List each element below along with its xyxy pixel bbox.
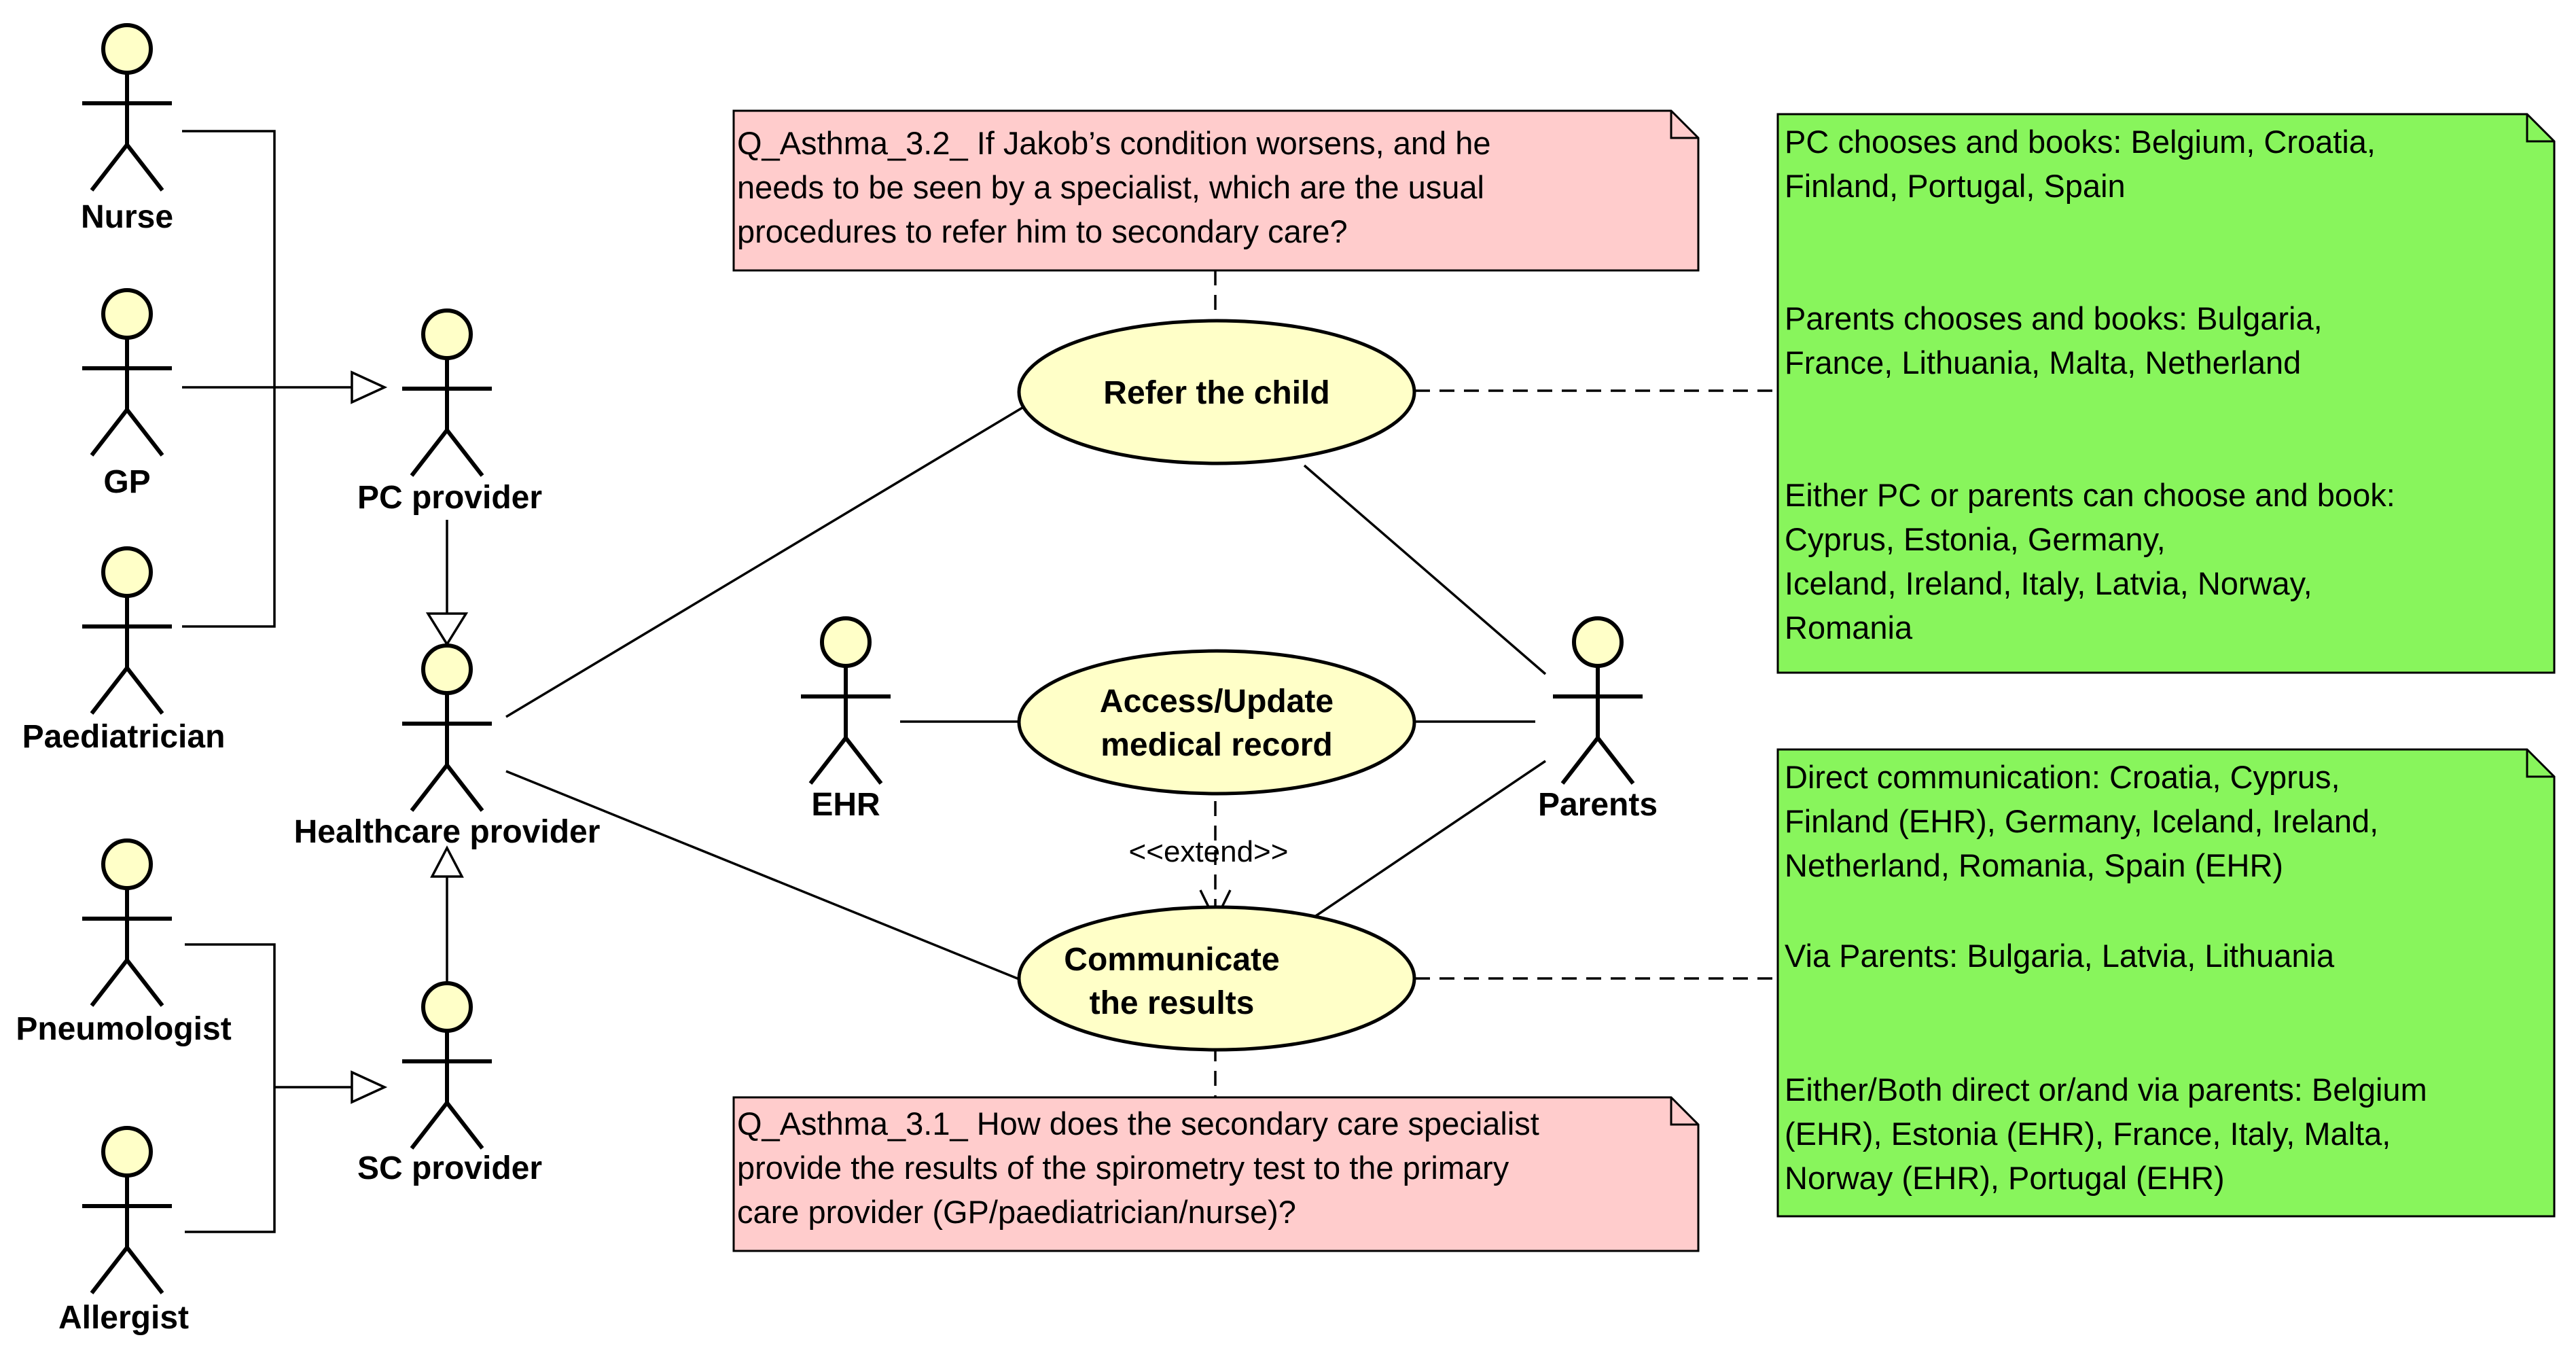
use-case-communicate-results: Communicate the results — [1017, 905, 1416, 1052]
actor-ehr-label: EHR — [811, 787, 880, 823]
question-note-3-2-line-1: Q_Asthma_3.2_ If Jakob’s condition worse… — [737, 125, 1491, 161]
communication-direct-line-1: Direct communication: Croatia, Cyprus, — [1785, 759, 2340, 795]
actor-paediatrician — [82, 546, 172, 715]
refer-parents-association — [1303, 464, 1547, 675]
sc-provider-generalization-arrowhead — [351, 1070, 388, 1104]
healthcare-generalization-arrowhead-bottom — [430, 845, 464, 878]
question-note-3-1: Q_Asthma_3.1_ How does the secondary car… — [732, 1096, 1700, 1252]
pneumologist-generalization-line — [185, 943, 276, 1087]
actor-healthcare-provider — [402, 643, 492, 812]
referral-parents-line-2: France, Lithuania, Malta, Netherland — [1785, 344, 2301, 381]
actor-pc-provider — [402, 308, 492, 477]
paediatrician-generalization-line — [182, 387, 276, 628]
referral-either-line-4: Romania — [1785, 609, 1913, 646]
use-case-access-update-record: Access/Update medical record — [1017, 649, 1416, 796]
nurse-generalization-line — [182, 130, 276, 387]
use-case-communicate-label-line-1: Communicate — [1064, 942, 1279, 978]
actor-nurse-label: Nurse — [81, 199, 173, 235]
referral-countries-note: PC chooses and books: Belgium, Croatia, … — [1776, 113, 2556, 674]
question-note-3-1-line-2: provide the results of the spirometry te… — [737, 1150, 1509, 1186]
referral-pc-line-1: PC chooses and books: Belgium, Croatia, — [1785, 124, 2376, 160]
healthcare-communicate-association — [505, 770, 1026, 983]
question-note-3-2-line-2: needs to be seen by a specialist, which … — [737, 169, 1484, 205]
actor-sc-provider — [402, 981, 492, 1150]
referral-pc-line-2: Finland, Portugal, Spain — [1785, 168, 2126, 204]
actor-gp — [82, 288, 172, 457]
communication-direct-line-2: Finland (EHR), Germany, Iceland, Ireland… — [1785, 803, 2378, 839]
communication-direct-line-3: Netherland, Romania, Spain (EHR) — [1785, 847, 2283, 883]
communication-countries-note: Direct communication: Croatia, Cyprus, F… — [1776, 748, 2556, 1218]
actor-pc-provider-label: PC provider — [357, 480, 542, 516]
actor-paediatrician-label: Paediatrician — [22, 719, 226, 755]
communication-either-line-3: Norway (EHR), Portugal (EHR) — [1785, 1160, 2225, 1196]
question-note-3-2-line-3: procedures to refer him to secondary car… — [737, 213, 1348, 249]
allergist-generalization-line — [185, 1087, 276, 1233]
actor-nurse — [82, 23, 172, 192]
actor-allergist — [82, 1126, 172, 1294]
communication-either-line-2: (EHR), Estonia (EHR), France, Italy, Mal… — [1785, 1116, 2391, 1152]
actor-allergist-label: Allergist — [58, 1300, 189, 1336]
communicate-parents-association — [1307, 760, 1546, 923]
connectors — [182, 130, 1778, 1233]
actor-parents — [1553, 616, 1643, 785]
question-note-3-1-line-1: Q_Asthma_3.1_ How does the secondary car… — [737, 1106, 1539, 1142]
actor-gp-label: GP — [103, 464, 150, 500]
actor-parents-label: Parents — [1538, 787, 1658, 823]
referral-either-line-3: Iceland, Ireland, Italy, Latvia, Norway, — [1785, 565, 2312, 601]
extend-stereotype-label: <<extend>> — [1129, 835, 1289, 868]
pc-provider-generalization-arrowhead — [351, 370, 388, 404]
actor-pneumologist-label: Pneumologist — [16, 1011, 231, 1047]
actor-sc-provider-label: SC provider — [357, 1150, 542, 1186]
use-case-access-label-line-1: Access/Update — [1100, 684, 1334, 720]
use-case-refer-label: Refer the child — [1103, 375, 1329, 411]
use-case-refer-the-child: Refer the child — [1017, 319, 1416, 465]
use-case-access-label-line-2: medical record — [1101, 727, 1332, 763]
referral-either-line-2: Cyprus, Estonia, Germany, — [1785, 521, 2166, 557]
referral-either-line-1: Either PC or parents can choose and book… — [1785, 477, 2395, 513]
question-note-3-1-line-3: care provider (GP/paediatrician/nurse)? — [737, 1194, 1296, 1230]
communication-via-line-1: Via Parents: Bulgaria, Latvia, Lithuania — [1785, 938, 2335, 974]
actor-pneumologist — [82, 838, 172, 1007]
healthcare-generalization-arrowhead-top — [425, 612, 469, 647]
actor-ehr — [801, 616, 891, 785]
question-note-3-2: Q_Asthma_3.2_ If Jakob’s condition worse… — [732, 109, 1700, 272]
use-case-communicate-label-line-2: the results — [1090, 985, 1255, 1021]
healthcare-refer-association — [505, 406, 1023, 718]
communication-either-line-1: Either/Both direct or/and via parents: B… — [1785, 1072, 2427, 1108]
actor-healthcare-provider-label: Healthcare provider — [294, 814, 601, 850]
referral-parents-line-1: Parents chooses and books: Bulgaria, — [1785, 300, 2323, 336]
